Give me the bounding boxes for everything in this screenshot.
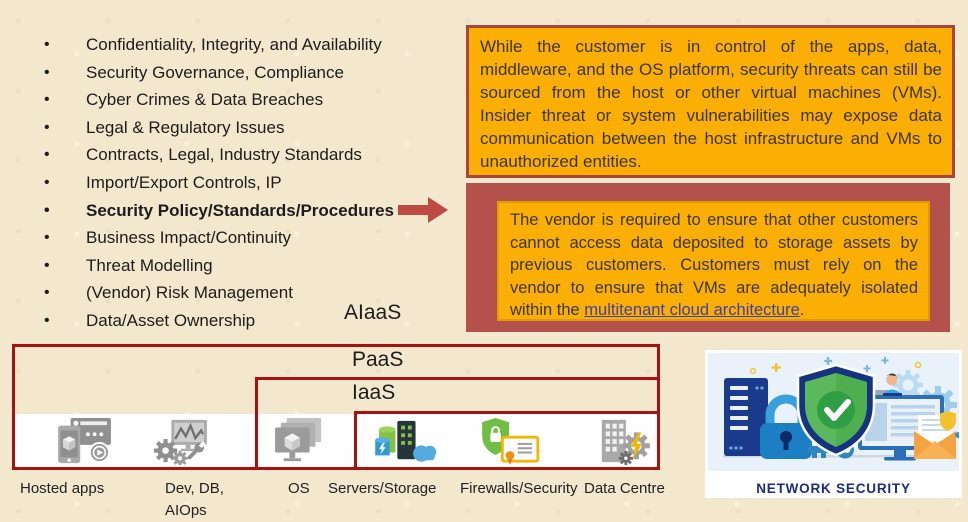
list-item: (Vendor) Risk Management [30,284,460,302]
maroon-panel: The vendor is required to ensure that ot… [466,183,950,332]
firewalls-security-label: Firewalls/Security [460,480,578,497]
list-item: Confidentiality, Integrity, and Availabi… [30,36,460,54]
label-line: AIOps [165,502,207,519]
list-item: Cyber Crimes & Data Breaches [30,91,460,109]
paas-label: PaaS [352,348,404,371]
aiaas-label: AIaaS [344,301,402,324]
list-item: Data/Asset Ownership [30,312,460,330]
vm-threat-callout: While the customer is in control of the … [466,25,955,178]
network-security-caption: NETWORK SECURITY [756,481,911,496]
hosted-apps-label: Hosted apps [20,480,105,497]
os-icon [270,417,330,470]
security-topics-list: Confidentiality, Integrity, and Availabi… [30,36,460,340]
servers-storage-icon [372,417,438,470]
multitenant-architecture-link[interactable]: multitenant cloud architecture [584,301,800,319]
firewalls-security-icon [478,417,542,470]
network-security-illustration [708,353,961,471]
dev-db-aiops-label: Dev, DB, AIOps [165,478,224,522]
label-line: Dev, DB, [165,480,224,497]
list-item: Business Impact/Continuity [30,229,460,247]
vendor-isolation-callout: The vendor is required to ensure that ot… [497,201,930,321]
arrow-right-icon [398,197,448,223]
list-item: Threat Modelling [30,257,460,275]
list-item: Import/Export Controls, IP [30,174,460,192]
network-security-image: NETWORK SECURITY [705,350,962,498]
data-centre-label: Data Centre [584,480,665,497]
data-centre-icon [592,417,652,470]
callout-text: . [799,301,805,319]
list-item: Contracts, Legal, Industry Standards [30,146,460,164]
callout-text: The vendor is required to ensure that ot… [510,211,918,319]
icon-strip [15,414,657,467]
list-item: Legal & Regulatory Issues [30,119,460,137]
dev-db-aiops-icon [150,417,210,470]
list-item-highlighted: Security Policy/Standards/Procedures [30,201,460,220]
list-item: Security Governance, Compliance [30,63,460,82]
servers-storage-label: Servers/Storage [328,480,437,497]
iaas-label: IaaS [352,381,396,404]
infrastructure-box [354,411,660,470]
hosted-apps-icon [55,417,115,470]
os-label: OS [288,480,310,497]
